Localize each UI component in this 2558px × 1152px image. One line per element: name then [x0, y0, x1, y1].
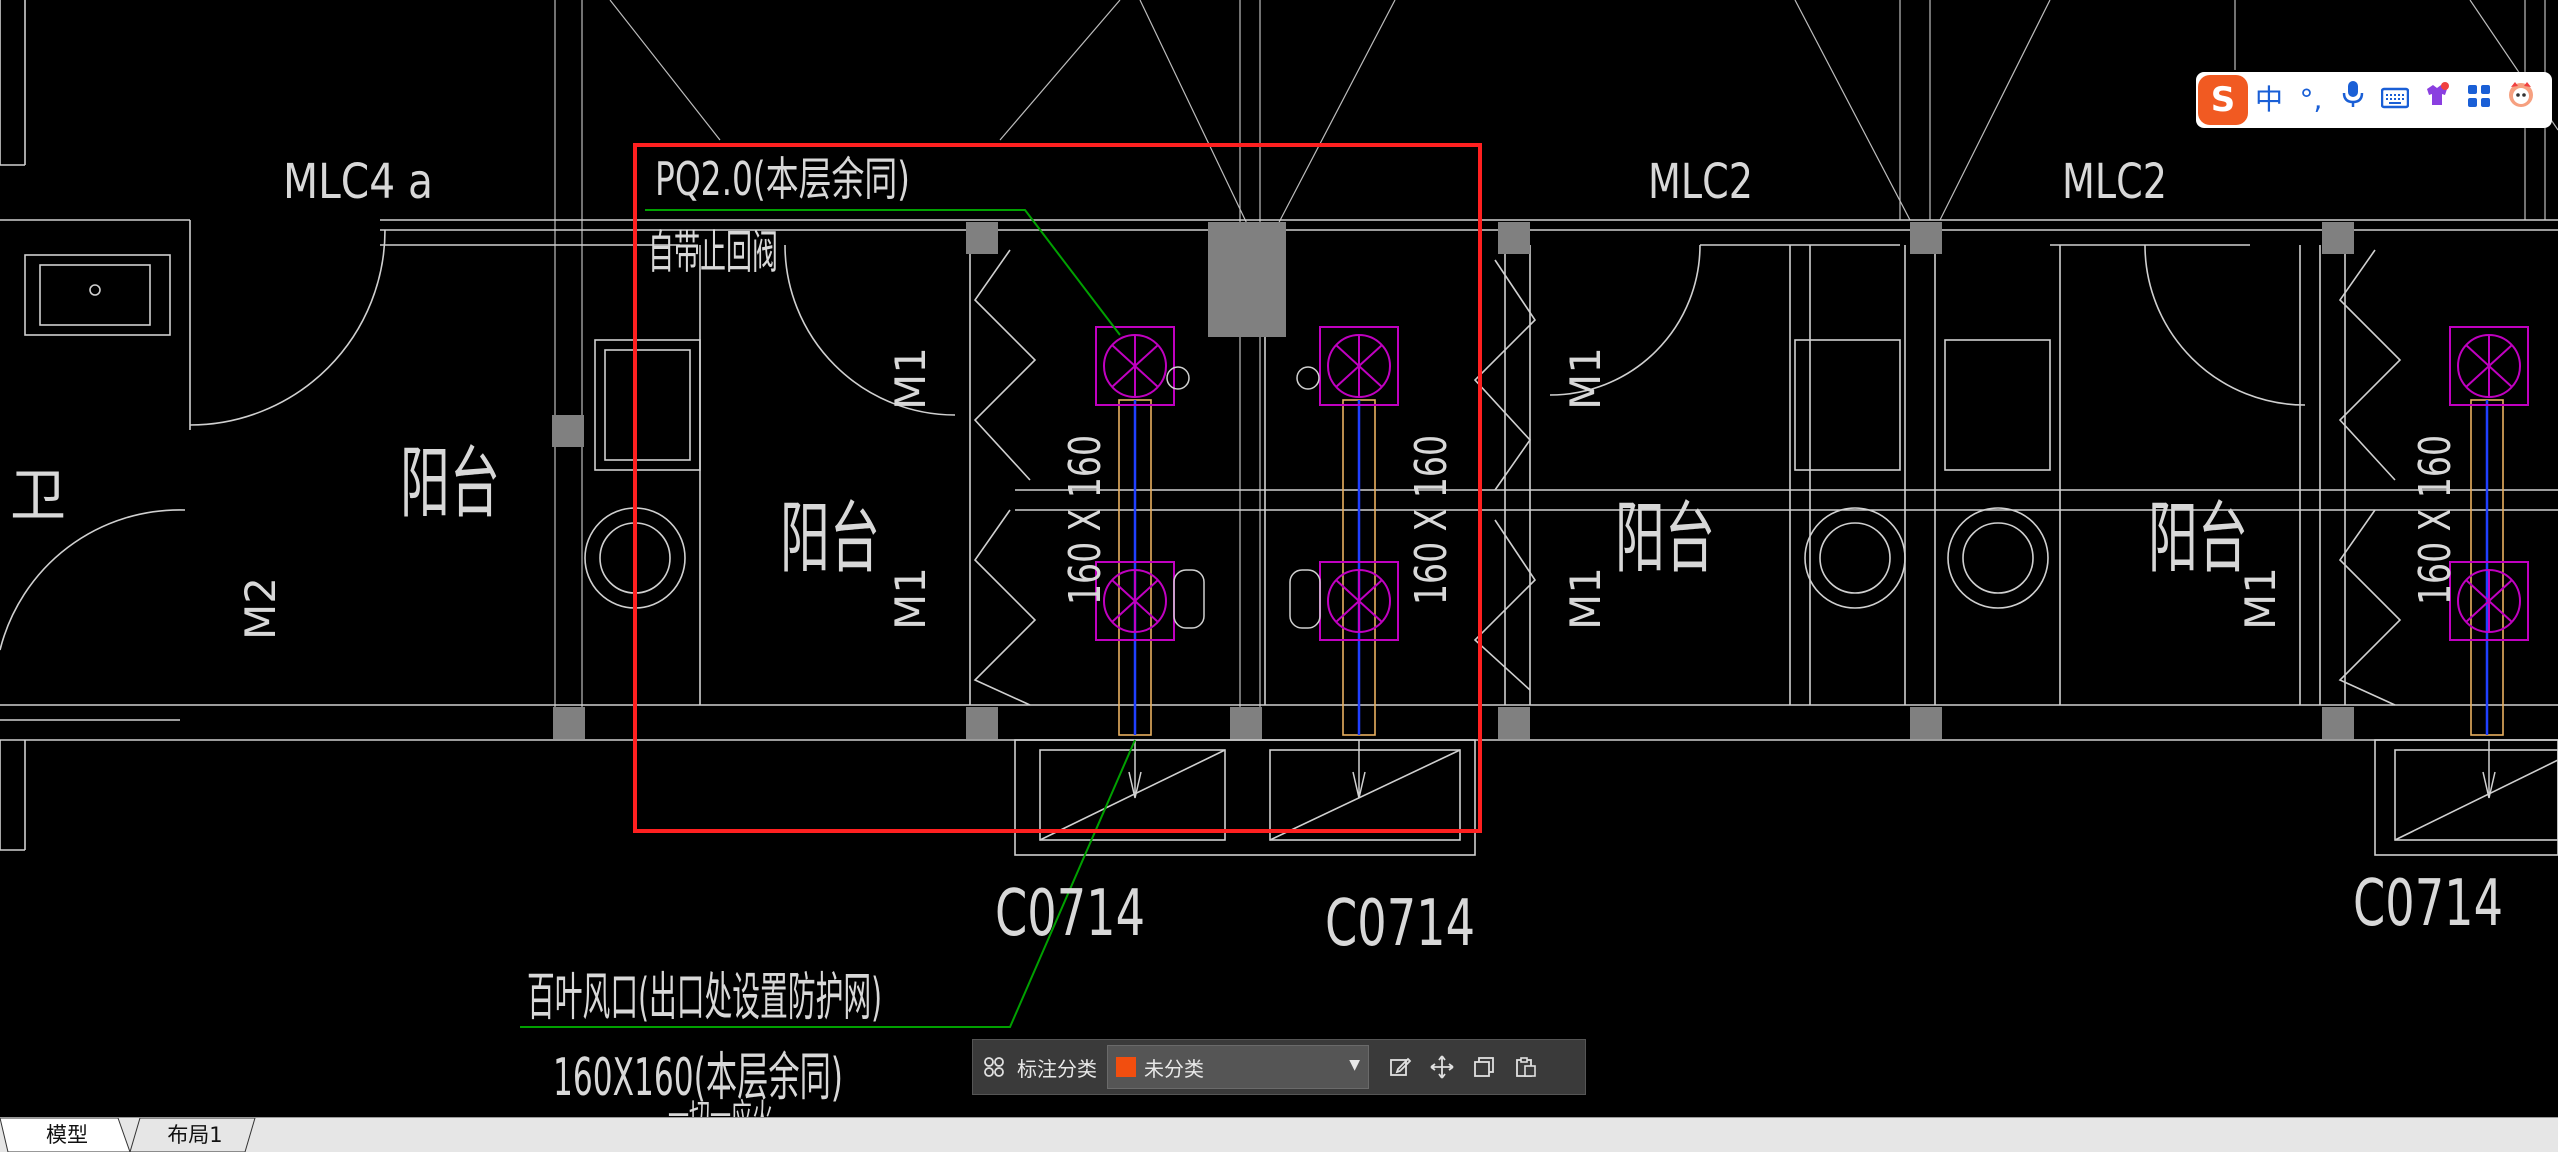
label-duct-2: 160 X 160 — [1406, 435, 1457, 605]
chevron-down-icon: ▼ — [1349, 1057, 1360, 1073]
annotation-fan-model: PQ2.0(本层余同) — [655, 152, 910, 206]
keyboard-icon[interactable] — [2374, 72, 2416, 128]
annotation-category-toolbar: 标注分类 未分类 ▼ — [972, 1039, 1586, 1095]
label-mlc2-right: MLC2 — [2062, 154, 2167, 210]
label-window-2: C0714 — [1325, 887, 1475, 961]
duct-systems — [1095, 326, 2529, 799]
ime-mode-toggle[interactable]: 中 — [2254, 83, 2283, 116]
tab-layout1[interactable]: 布局1 — [167, 1123, 223, 1147]
leader-lines — [520, 209, 1136, 1028]
sogou-logo-icon[interactable]: S — [2198, 75, 2248, 125]
columns — [552, 222, 2354, 739]
tab-model[interactable]: 模型 — [46, 1123, 88, 1147]
label-mlc2-left: MLC2 — [1648, 154, 1753, 210]
annotation-category-value: 未分类 — [1144, 1056, 1204, 1081]
annotation-louver-size: 160X160(本层余同) — [553, 1048, 843, 1108]
ime-punctuation-toggle[interactable]: °, — [2299, 83, 2323, 116]
label-duct-3: 160 X 160 — [2410, 435, 2461, 605]
edit-icon[interactable] — [1379, 1040, 1421, 1094]
label-m1-d: M1 — [1561, 567, 1610, 630]
label-balcony-3: 阳台 — [1615, 494, 1715, 584]
copy-icon[interactable] — [1463, 1040, 1505, 1094]
annotation-louver: 百叶风口(出口处设置防护网) — [527, 968, 882, 1028]
annotation-category-label: 标注分类 — [1017, 1056, 1097, 1081]
tab-shapes — [0, 1118, 256, 1152]
wall-lines — [0, 0, 2558, 856]
label-wei: 卫 — [10, 464, 66, 529]
label-window-1: C0714 — [995, 877, 1145, 951]
mascot-icon[interactable] — [2500, 72, 2542, 128]
category-color-swatch — [1116, 1057, 1136, 1077]
skin-icon[interactable] — [2416, 72, 2458, 128]
label-mlc4a: MLC4 a — [283, 154, 433, 210]
move-icon[interactable] — [1421, 1040, 1463, 1094]
mic-icon[interactable] — [2332, 72, 2374, 128]
apps-icon[interactable] — [2458, 72, 2500, 128]
label-balcony-2: 阳台 — [780, 494, 880, 584]
category-grid-icon[interactable] — [973, 1040, 1015, 1094]
label-balcony-4: 阳台 — [2148, 494, 2248, 584]
label-m1-b: M1 — [886, 567, 935, 630]
annotation-category-select[interactable]: 未分类 ▼ — [1107, 1045, 1369, 1089]
selection-highlight-box — [633, 143, 1482, 833]
label-m2: M2 — [236, 577, 285, 640]
label-m1-c: M1 — [1561, 347, 1610, 410]
paste-icon[interactable] — [1505, 1040, 1547, 1094]
ime-toolbar[interactable]: S 中 °, — [2196, 72, 2552, 128]
layout-tab-bar: 模型 布局1 — [0, 1117, 2558, 1152]
label-duct-1: 160 X 160 — [1060, 435, 1111, 605]
annotation-check-valve: 自带止回阀 — [648, 225, 778, 279]
label-window-3: C0714 — [2353, 867, 2503, 941]
label-balcony-1: 阳台 — [400, 439, 500, 529]
label-m1-a: M1 — [886, 347, 935, 410]
label-m1-e: M1 — [2236, 567, 2285, 630]
